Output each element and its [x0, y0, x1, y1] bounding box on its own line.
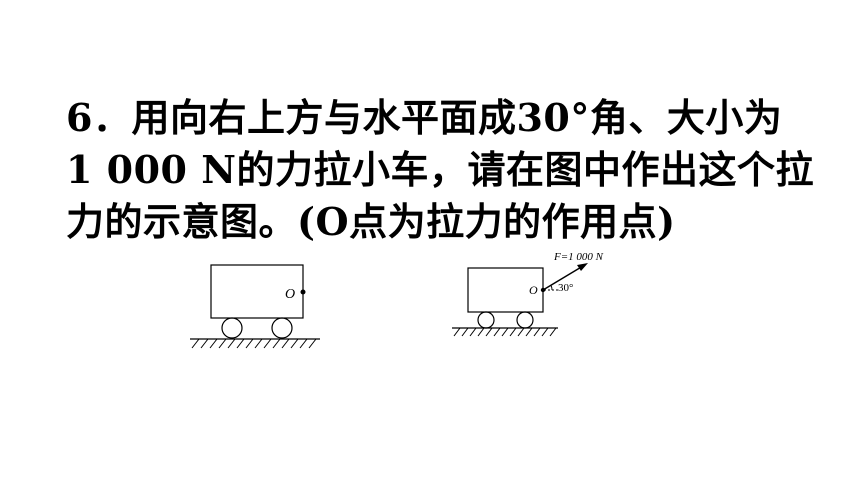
cart-wheel-front — [221, 317, 243, 339]
angle-label: 30° — [558, 282, 573, 294]
cart-wheel-rear — [271, 317, 293, 339]
question-line-3: 力的示意图。(O点为拉力的作用点) — [66, 199, 676, 244]
force-label: F=1 000 N — [553, 251, 604, 263]
force-arrow-line — [542, 265, 584, 291]
question-line-1: 6．用向右上方与水平面成30°角、大小为 — [66, 95, 783, 140]
force-label-text: F=1 000 N — [553, 251, 604, 263]
question-text: 6．用向右上方与水平面成30°角、大小为 1 000 N的力拉小车，请在图中作出… — [66, 92, 826, 248]
cart-wheel-rear — [516, 311, 534, 329]
angle-arc — [550, 285, 553, 291]
point-o-label: O — [529, 283, 538, 297]
cart-wheel-front — [477, 311, 495, 329]
ground-left — [190, 338, 320, 349]
force-arrow-head — [577, 263, 588, 271]
point-o-dot — [300, 289, 306, 295]
ground-right — [452, 327, 558, 337]
point-o-label: O — [285, 287, 295, 302]
question-line-2: 1 000 N的力拉小车，请在图中作出这个拉 — [66, 147, 814, 192]
